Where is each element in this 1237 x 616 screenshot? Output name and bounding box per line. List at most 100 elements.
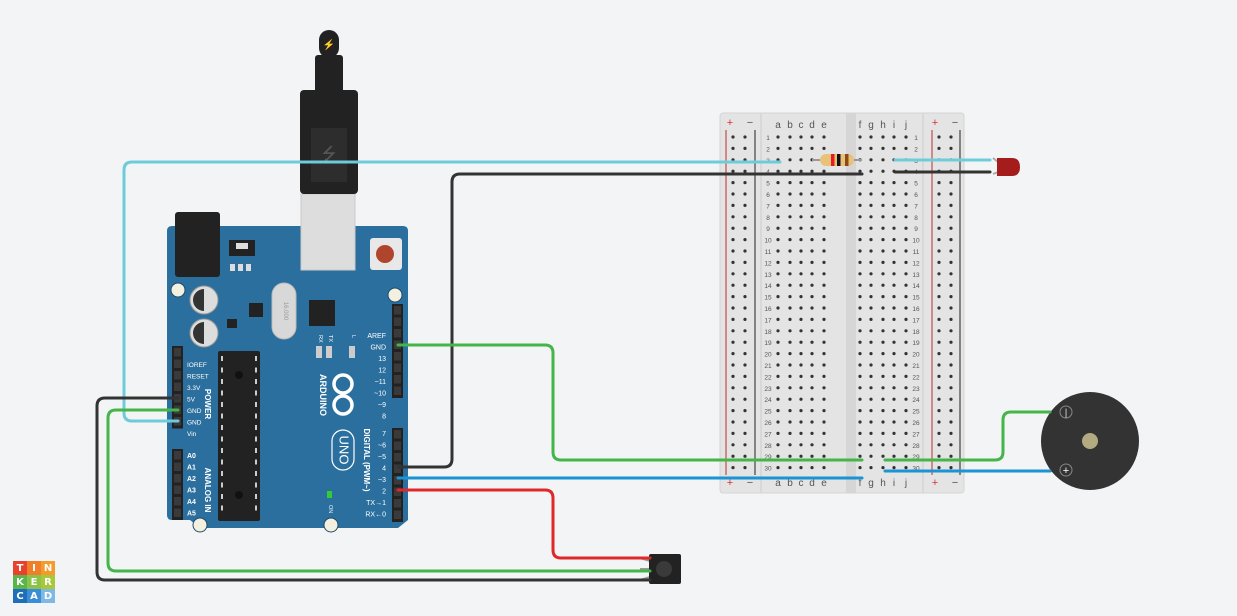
wire-green-sensor[interactable] bbox=[106, 408, 652, 573]
breadboard-hole[interactable] bbox=[892, 454, 896, 458]
breadboard-hole[interactable] bbox=[892, 363, 896, 367]
breadboard-hole[interactable] bbox=[892, 203, 896, 207]
breadboard-hole[interactable] bbox=[822, 397, 826, 401]
breadboard-hole[interactable] bbox=[949, 192, 953, 196]
breadboard-hole[interactable] bbox=[869, 363, 873, 367]
breadboard-hole[interactable] bbox=[743, 317, 747, 321]
breadboard-hole[interactable] bbox=[743, 226, 747, 230]
breadboard-hole[interactable] bbox=[776, 135, 780, 139]
breadboard-hole[interactable] bbox=[858, 374, 862, 378]
breadboard-hole[interactable] bbox=[822, 135, 826, 139]
breadboard-hole[interactable] bbox=[881, 386, 885, 390]
breadboard-hole[interactable] bbox=[810, 329, 814, 333]
breadboard-hole[interactable] bbox=[937, 443, 941, 447]
header-pin[interactable] bbox=[394, 306, 401, 315]
header-pin[interactable] bbox=[394, 375, 401, 384]
breadboard-hole[interactable] bbox=[937, 409, 941, 413]
breadboard-hole[interactable] bbox=[731, 397, 735, 401]
breadboard-hole[interactable] bbox=[892, 420, 896, 424]
breadboard-hole[interactable] bbox=[869, 352, 873, 356]
breadboard-hole[interactable] bbox=[892, 306, 896, 310]
breadboard-hole[interactable] bbox=[788, 397, 792, 401]
breadboard-hole[interactable] bbox=[949, 283, 953, 287]
breadboard-hole[interactable] bbox=[788, 340, 792, 344]
breadboard-hole[interactable] bbox=[858, 466, 862, 470]
breadboard-hole[interactable] bbox=[892, 135, 896, 139]
breadboard-hole[interactable] bbox=[799, 203, 803, 207]
breadboard-hole[interactable] bbox=[788, 386, 792, 390]
breadboard-hole[interactable] bbox=[810, 181, 814, 185]
breadboard-hole[interactable] bbox=[858, 203, 862, 207]
breadboard-hole[interactable] bbox=[892, 329, 896, 333]
breadboard-hole[interactable] bbox=[949, 409, 953, 413]
breadboard-hole[interactable] bbox=[799, 420, 803, 424]
breadboard-hole[interactable] bbox=[937, 238, 941, 242]
breadboard-hole[interactable] bbox=[937, 466, 941, 470]
breadboard-hole[interactable] bbox=[858, 295, 862, 299]
breadboard-hole[interactable] bbox=[869, 295, 873, 299]
breadboard-hole[interactable] bbox=[822, 238, 826, 242]
breadboard-hole[interactable] bbox=[904, 374, 908, 378]
breadboard-hole[interactable] bbox=[822, 363, 826, 367]
breadboard-hole[interactable] bbox=[799, 158, 803, 162]
breadboard-hole[interactable] bbox=[904, 431, 908, 435]
breadboard-hole[interactable] bbox=[937, 317, 941, 321]
breadboard-hole[interactable] bbox=[949, 329, 953, 333]
breadboard-hole[interactable] bbox=[937, 363, 941, 367]
breadboard-hole[interactable] bbox=[881, 374, 885, 378]
breadboard-hole[interactable] bbox=[822, 249, 826, 253]
breadboard-hole[interactable] bbox=[869, 169, 873, 173]
breadboard-hole[interactable] bbox=[810, 386, 814, 390]
breadboard-hole[interactable] bbox=[743, 283, 747, 287]
breadboard-hole[interactable] bbox=[892, 226, 896, 230]
wire-green-gnd[interactable] bbox=[396, 343, 864, 462]
breadboard-hole[interactable] bbox=[776, 226, 780, 230]
breadboard-hole[interactable] bbox=[788, 283, 792, 287]
breadboard-hole[interactable] bbox=[858, 420, 862, 424]
breadboard-hole[interactable] bbox=[776, 283, 780, 287]
breadboard-hole[interactable] bbox=[776, 363, 780, 367]
breadboard-hole[interactable] bbox=[731, 306, 735, 310]
breadboard-hole[interactable] bbox=[881, 317, 885, 321]
breadboard-hole[interactable] bbox=[788, 272, 792, 276]
breadboard-hole[interactable] bbox=[949, 374, 953, 378]
breadboard-hole[interactable] bbox=[869, 181, 873, 185]
breadboard-hole[interactable] bbox=[788, 317, 792, 321]
header-pin[interactable] bbox=[394, 476, 401, 485]
resistor[interactable] bbox=[812, 154, 862, 166]
breadboard-hole[interactable] bbox=[937, 386, 941, 390]
breadboard-hole[interactable] bbox=[810, 306, 814, 310]
breadboard-hole[interactable] bbox=[881, 466, 885, 470]
breadboard-hole[interactable] bbox=[731, 317, 735, 321]
breadboard-hole[interactable] bbox=[949, 238, 953, 242]
breadboard-hole[interactable] bbox=[822, 215, 826, 219]
breadboard-hole[interactable] bbox=[743, 443, 747, 447]
breadboard-hole[interactable] bbox=[743, 329, 747, 333]
breadboard-hole[interactable] bbox=[949, 352, 953, 356]
wire-cyan-gnd-to-breadboard[interactable] bbox=[122, 160, 782, 423]
breadboard-hole[interactable] bbox=[799, 409, 803, 413]
breadboard-hole[interactable] bbox=[858, 249, 862, 253]
header-pin[interactable] bbox=[174, 359, 181, 369]
breadboard-hole[interactable] bbox=[799, 249, 803, 253]
breadboard-hole[interactable] bbox=[881, 215, 885, 219]
breadboard-hole[interactable] bbox=[858, 181, 862, 185]
breadboard-hole[interactable] bbox=[881, 352, 885, 356]
breadboard-hole[interactable] bbox=[949, 203, 953, 207]
header-pin[interactable] bbox=[394, 352, 401, 361]
breadboard-hole[interactable] bbox=[904, 283, 908, 287]
breadboard-hole[interactable] bbox=[937, 454, 941, 458]
breadboard-hole[interactable] bbox=[858, 146, 862, 150]
breadboard-hole[interactable] bbox=[731, 272, 735, 276]
breadboard-hole[interactable] bbox=[799, 317, 803, 321]
breadboard-hole[interactable] bbox=[858, 215, 862, 219]
breadboard-hole[interactable] bbox=[822, 352, 826, 356]
breadboard-hole[interactable] bbox=[949, 386, 953, 390]
breadboard-hole[interactable] bbox=[731, 215, 735, 219]
breadboard-hole[interactable] bbox=[810, 215, 814, 219]
breadboard-hole[interactable] bbox=[869, 397, 873, 401]
breadboard-hole[interactable] bbox=[788, 306, 792, 310]
breadboard-hole[interactable] bbox=[776, 340, 780, 344]
breadboard-hole[interactable] bbox=[881, 181, 885, 185]
breadboard-hole[interactable] bbox=[743, 249, 747, 253]
